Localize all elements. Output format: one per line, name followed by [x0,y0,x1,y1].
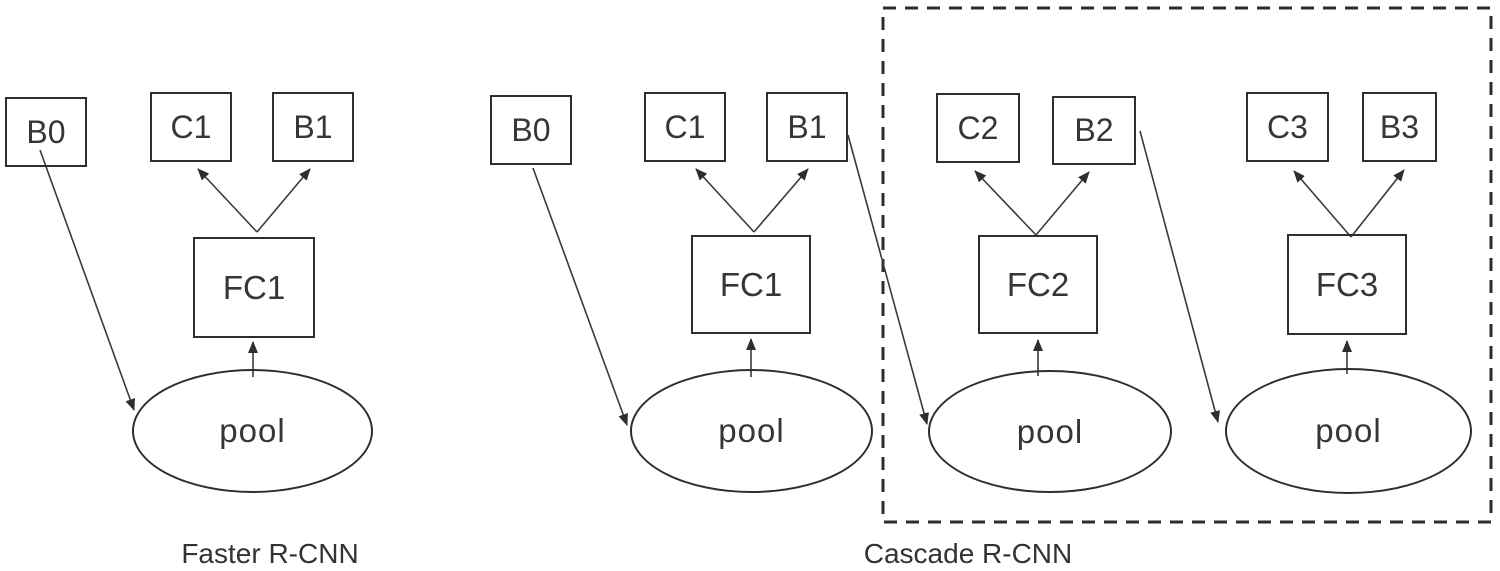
box-fc1-cascade: FC1 [691,235,811,334]
box-b2-cascade: B2 [1052,96,1136,165]
arrow-b1-to-pool2-cascade [847,134,929,425]
arrow-fc3-to-c3-cascade [1293,170,1352,238]
arrow-fc2-to-b2-cascade [1035,171,1090,236]
box-c1-cascade: C1 [644,92,726,162]
caption-faster-rcnn: Faster R-CNN [181,538,359,569]
pool1-ellipse-cascade: pool [630,369,873,493]
arrow-b0-to-pool-faster [39,149,135,411]
box-c1-faster: C1 [150,92,232,162]
box-c3-cascade: C3 [1246,92,1329,162]
box-b0-faster: B0 [5,97,87,167]
box-b1-faster: B1 [272,92,354,162]
pool2-ellipse-cascade: pool [928,370,1172,493]
box-b1-cascade: B1 [766,92,848,162]
arrow-fc1-to-c1-cascade [695,168,755,233]
box-b0-cascade: B0 [490,95,572,165]
pool3-ellipse-cascade: pool [1225,368,1472,494]
arrow-fc1-to-c1-faster [197,168,258,233]
arrow-b0-to-pool1-cascade [532,167,628,426]
box-fc2-cascade: FC2 [978,235,1098,334]
box-fc1-faster: FC1 [193,237,315,338]
pool-ellipse-faster: pool [132,369,373,493]
arrow-fc3-to-b3-cascade [1350,169,1405,238]
caption-cascade-rcnn: Cascade R-CNN [863,538,1073,569]
arrow-fc1-to-b1-faster [256,168,311,233]
box-b3-cascade: B3 [1362,92,1437,162]
box-c2-cascade: C2 [936,93,1020,163]
box-fc3-cascade: FC3 [1287,234,1407,335]
arrow-fc1-to-b1-cascade [753,168,809,233]
arrow-fc2-to-c2-cascade [974,170,1037,236]
arrow-b2-to-pool3-cascade [1139,130,1220,423]
